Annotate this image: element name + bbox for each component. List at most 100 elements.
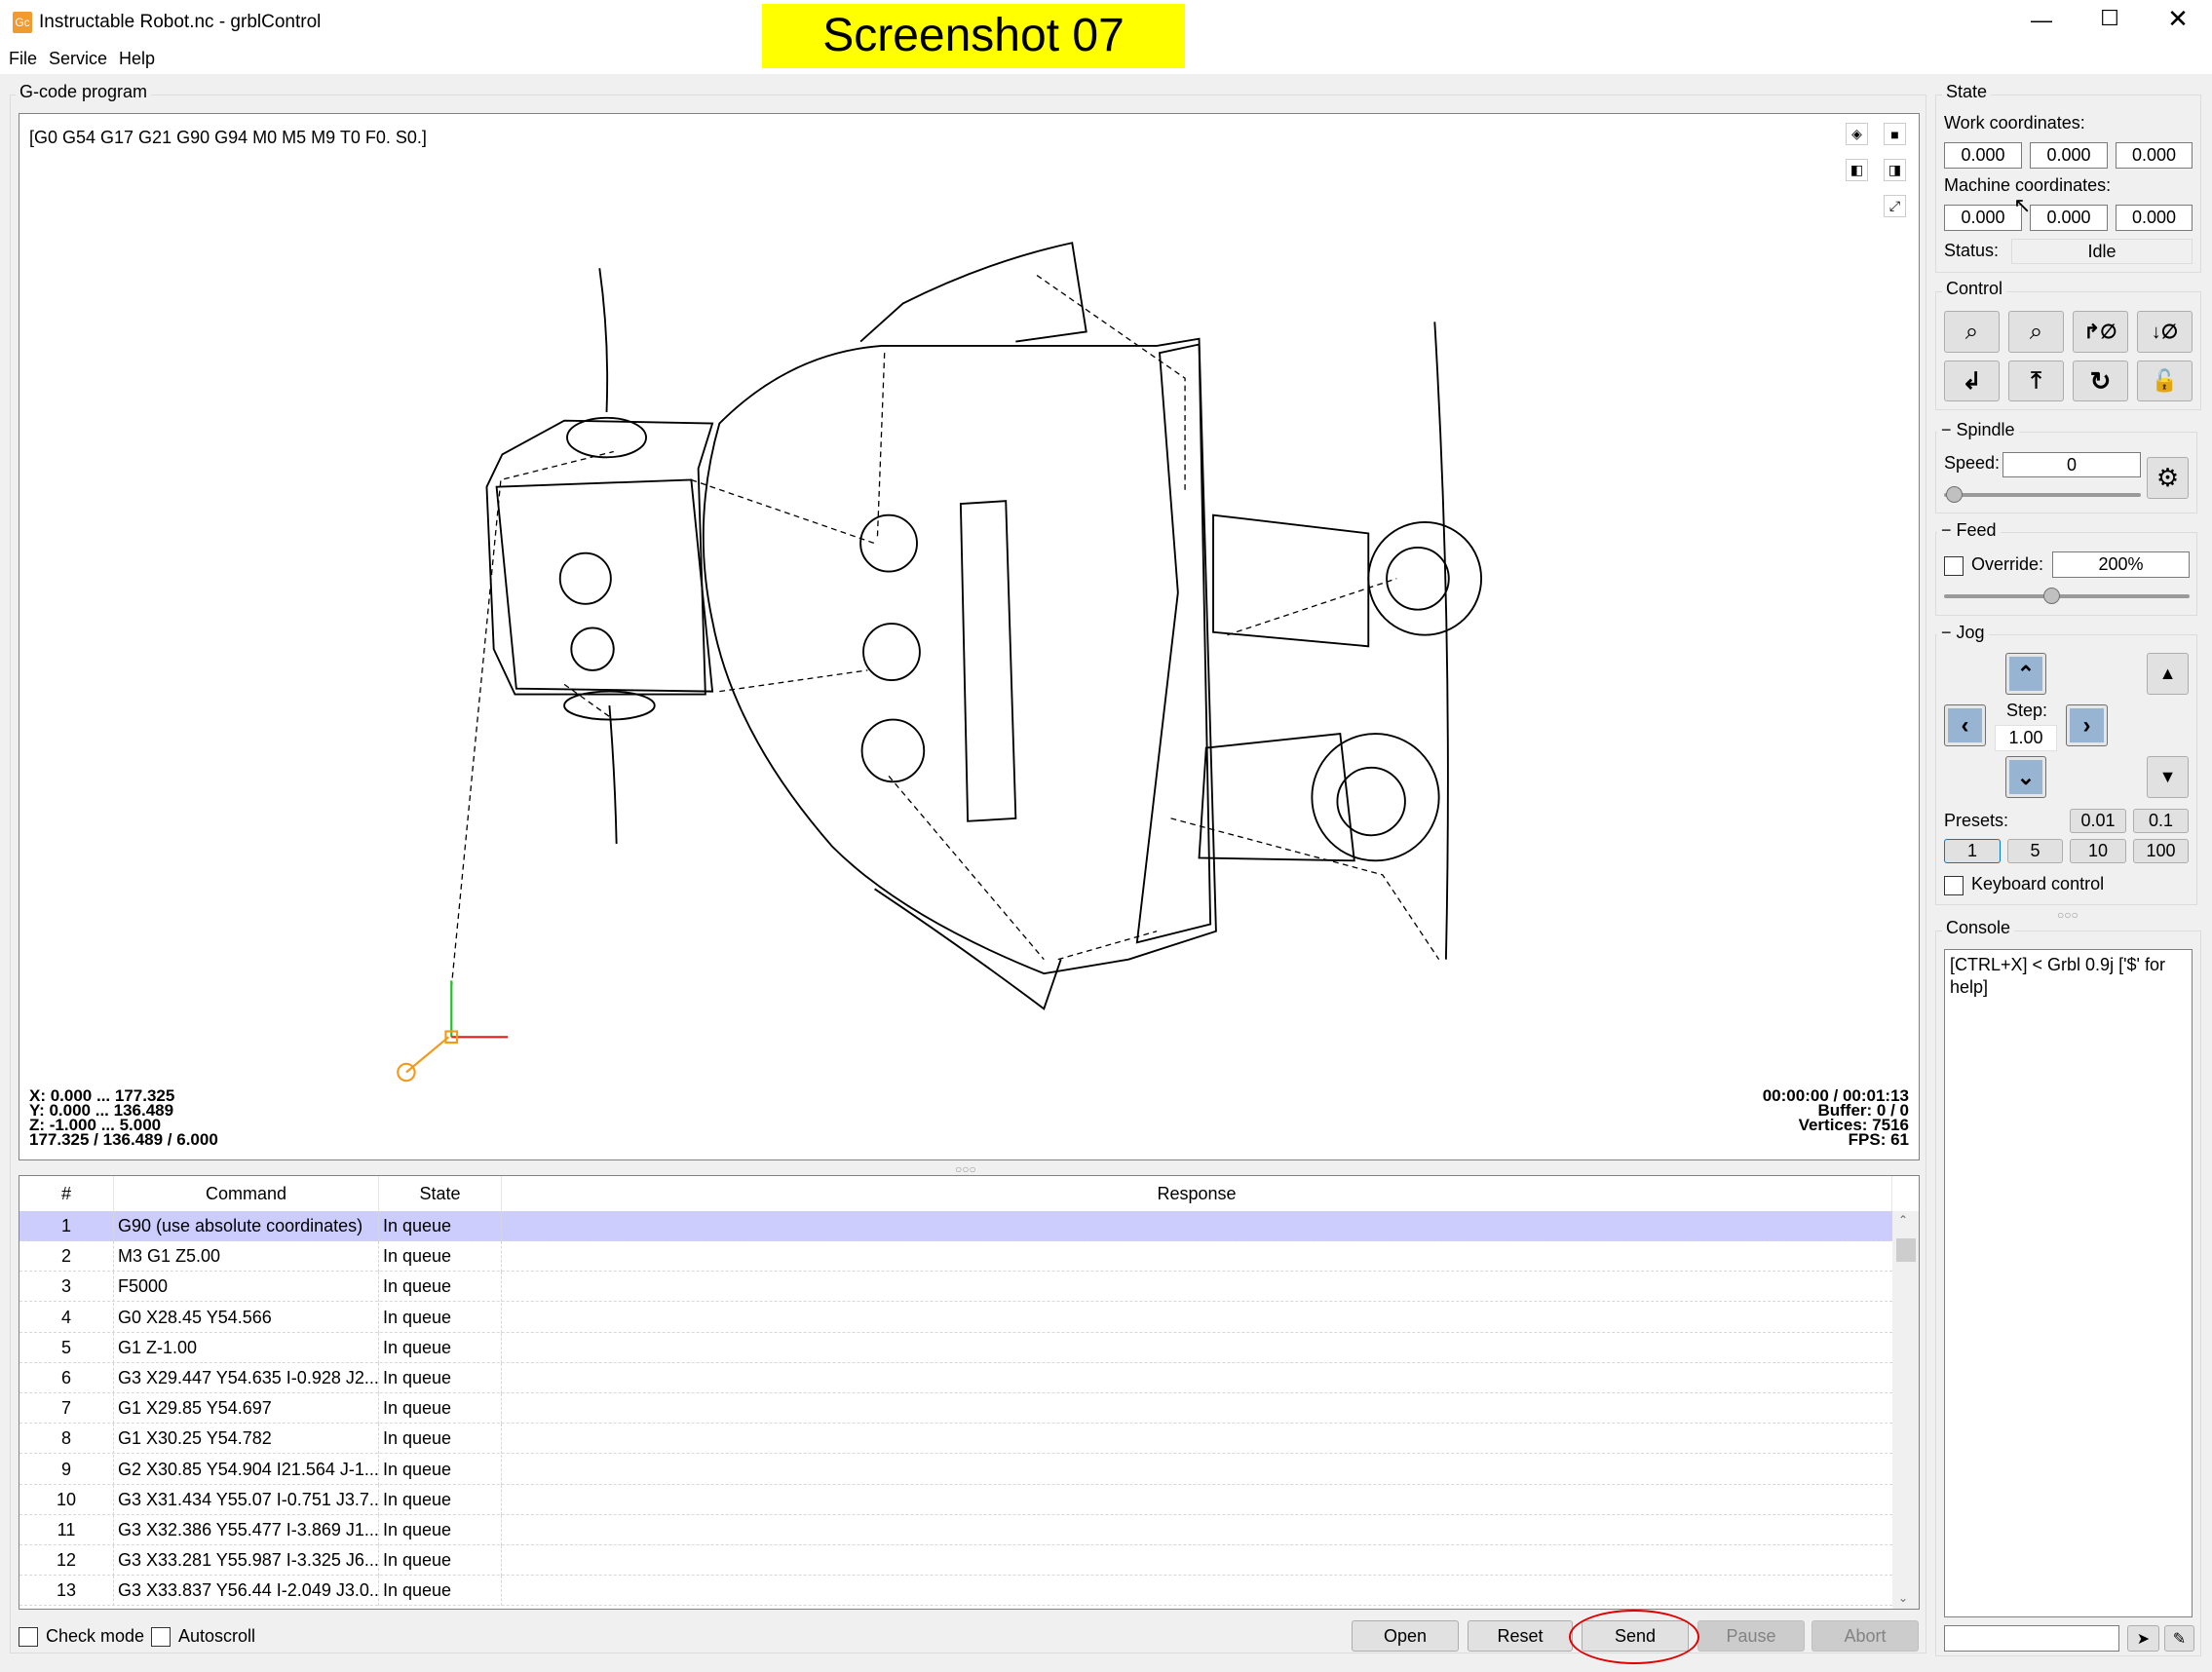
menu-help[interactable]: Help <box>119 49 156 68</box>
table-row[interactable]: 6 G3 X29.447 Y54.635 I-0.928 J2... In qu… <box>19 1363 1892 1393</box>
header-response[interactable]: Response <box>502 1176 1892 1211</box>
view-left-icon[interactable]: ◧ <box>1846 159 1868 181</box>
spindle-gear-icon[interactable]: ⚙ <box>2147 457 2189 499</box>
table-row[interactable]: 7 G1 X29.85 Y54.697 In queue <box>19 1393 1892 1425</box>
view-isometric-icon[interactable]: ■ <box>1884 123 1906 145</box>
abort-button[interactable]: Abort <box>1812 1620 1919 1652</box>
reset-button[interactable]: Reset <box>1468 1620 1573 1652</box>
splitter-handle[interactable]: ○○○ <box>955 1162 976 1176</box>
keyboard-control-checkbox[interactable] <box>1944 876 1964 895</box>
preset-10-button[interactable]: 10 <box>2070 839 2126 863</box>
jog-y-plus-button[interactable]: ⌃ <box>2005 653 2046 695</box>
jog-z-plus-button[interactable]: ▲ <box>2147 653 2189 695</box>
cell-number: 9 <box>19 1454 114 1485</box>
check-mode-label: Check mode <box>46 1626 145 1646</box>
preset-100-button[interactable]: 100 <box>2133 839 2189 863</box>
panel-splitter-handle[interactable]: ○○○ <box>2057 908 2079 922</box>
machine-x-field: 0.000 <box>1944 205 2022 231</box>
console-output[interactable]: [CTRL+X] < Grbl 0.9j ['$' for help] <box>1944 949 2193 1617</box>
table-row[interactable]: 4 G0 X28.45 Y54.566 In queue <box>19 1302 1892 1333</box>
minimize-button[interactable]: — <box>2031 8 2052 32</box>
scrollbar-thumb[interactable] <box>1896 1238 1916 1262</box>
console-command-input[interactable] <box>1944 1625 2119 1652</box>
maximize-button[interactable]: ☐ <box>2100 6 2119 30</box>
feed-override-checkbox[interactable] <box>1944 556 1964 576</box>
menu-file[interactable]: File <box>9 49 38 68</box>
reset-icon[interactable]: ↻ <box>2073 361 2128 401</box>
cell-number: 1 <box>19 1211 114 1241</box>
fit-view-icon[interactable]: ⤢ <box>1884 195 1906 217</box>
table-row[interactable]: 10 G3 X31.434 Y55.07 I-0.751 J3.7... In … <box>19 1484 1892 1515</box>
cell-response <box>502 1515 1892 1545</box>
table-row[interactable]: 13 G3 X33.837 Y56.44 I-2.049 J3.0... In … <box>19 1576 1892 1607</box>
pause-button[interactable]: Pause <box>1697 1620 1805 1652</box>
header-command[interactable]: Command <box>114 1176 379 1211</box>
console-clear-icon[interactable]: ✎ <box>2164 1625 2194 1652</box>
title-bar: Gc Instructable Robot.nc - grblControl S… <box>0 0 2212 68</box>
check-mode-checkbox[interactable] <box>19 1627 38 1647</box>
table-row[interactable]: 3 F5000 In queue <box>19 1272 1892 1303</box>
cell-command: G1 X30.25 Y54.782 <box>114 1424 379 1455</box>
autoscroll-checkbox[interactable] <box>151 1627 171 1647</box>
jog-x-plus-button[interactable]: › <box>2066 704 2108 746</box>
cell-number: 12 <box>19 1545 114 1577</box>
table-row[interactable]: 5 G1 Z-1.00 In queue <box>19 1332 1892 1363</box>
status-label: Status: <box>1944 241 2000 260</box>
preset-5-button[interactable]: 5 <box>2007 839 2063 863</box>
feed-override-field[interactable]: 200% <box>2052 551 2190 578</box>
feed-slider[interactable] <box>1944 588 2190 604</box>
preset-1-button[interactable]: 1 <box>1944 839 2001 863</box>
cell-number: 11 <box>19 1515 114 1545</box>
feed-title[interactable]: − Feed <box>1937 520 2001 541</box>
table-row[interactable]: 1 G90 (use absolute coordinates) In queu… <box>19 1211 1892 1241</box>
touch-probe-icon[interactable]: ⌕ <box>2008 311 2064 353</box>
home-icon[interactable]: ⌕ <box>1944 311 2000 353</box>
header-number[interactable]: # <box>19 1176 114 1211</box>
spindle-speed-field[interactable]: 0 <box>2002 452 2141 477</box>
view-top-icon[interactable]: ◈ <box>1846 123 1868 145</box>
jog-title[interactable]: − Jog <box>1937 623 1989 643</box>
state-group <box>1935 95 2201 273</box>
open-button[interactable]: Open <box>1352 1620 1459 1652</box>
table-row[interactable]: 9 G2 X30.85 Y54.904 I21.564 J-1... In qu… <box>19 1454 1892 1485</box>
cell-command: G0 X28.45 Y54.566 <box>114 1302 379 1333</box>
header-state[interactable]: State <box>379 1176 502 1211</box>
zero-xy-icon[interactable]: ↱∅ <box>2073 311 2128 353</box>
cell-response <box>502 1393 1892 1424</box>
jog-x-minus-button[interactable]: ‹ <box>1944 704 1986 746</box>
override-label: Override: <box>1971 554 2044 574</box>
jog-y-minus-button[interactable]: ⌄ <box>2005 756 2046 798</box>
jog-z-minus-button[interactable]: ▼ <box>2147 756 2189 798</box>
table-row[interactable]: 8 G1 X30.25 Y54.782 In queue <box>19 1424 1892 1455</box>
feed-slider-knob[interactable] <box>2042 588 2060 604</box>
console-send-icon[interactable]: ➤ <box>2127 1625 2159 1652</box>
table-row[interactable]: 2 M3 G1 Z5.00 In queue <box>19 1241 1892 1273</box>
cell-response <box>502 1272 1892 1302</box>
gcode-table[interactable]: # Command State Response 1 G90 (use abso… <box>19 1175 1920 1610</box>
autoscroll-label: Autoscroll <box>178 1626 256 1646</box>
spindle-slider-knob[interactable] <box>1946 486 1963 503</box>
send-highlight-ellipse <box>1569 1610 1699 1664</box>
cell-number: 7 <box>19 1393 114 1425</box>
bounds-x: X: 0.000 ... 177.325 <box>29 1086 175 1105</box>
gcode-visualizer[interactable]: [G0 G54 G17 G21 G90 G94 M0 M5 M9 T0 F0. … <box>19 113 1920 1160</box>
cell-number: 10 <box>19 1484 114 1515</box>
preset-0.1-button[interactable]: 0.1 <box>2133 809 2189 833</box>
menu-service[interactable]: Service <box>49 49 108 68</box>
unlock-icon[interactable]: 🔓 <box>2137 361 2193 401</box>
zero-z-icon[interactable]: ↓∅ <box>2137 311 2193 353</box>
table-row[interactable]: 12 G3 X33.281 Y55.987 I-3.325 J6.... In … <box>19 1545 1892 1577</box>
view-right-icon[interactable]: ◨ <box>1884 159 1906 181</box>
close-button[interactable]: ✕ <box>2167 4 2189 33</box>
table-row[interactable]: 11 G3 X32.386 Y55.477 I-3.869 J1... In q… <box>19 1515 1892 1545</box>
preset-0.01-button[interactable]: 0.01 <box>2070 809 2126 833</box>
safe-position-icon[interactable]: ⤒ <box>2008 361 2064 401</box>
speed-label: Speed: <box>1944 453 2001 473</box>
cell-response <box>502 1485 1892 1515</box>
jog-step-field[interactable]: 1.00 <box>1995 725 2057 751</box>
cell-response <box>502 1303 1892 1333</box>
spindle-slider[interactable] <box>1944 486 2141 503</box>
table-scrollbar[interactable]: ⌃ ⌄ <box>1892 1211 1919 1609</box>
restore-origin-icon[interactable]: ↲ <box>1944 361 2000 401</box>
spindle-title[interactable]: − Spindle <box>1937 420 2019 440</box>
